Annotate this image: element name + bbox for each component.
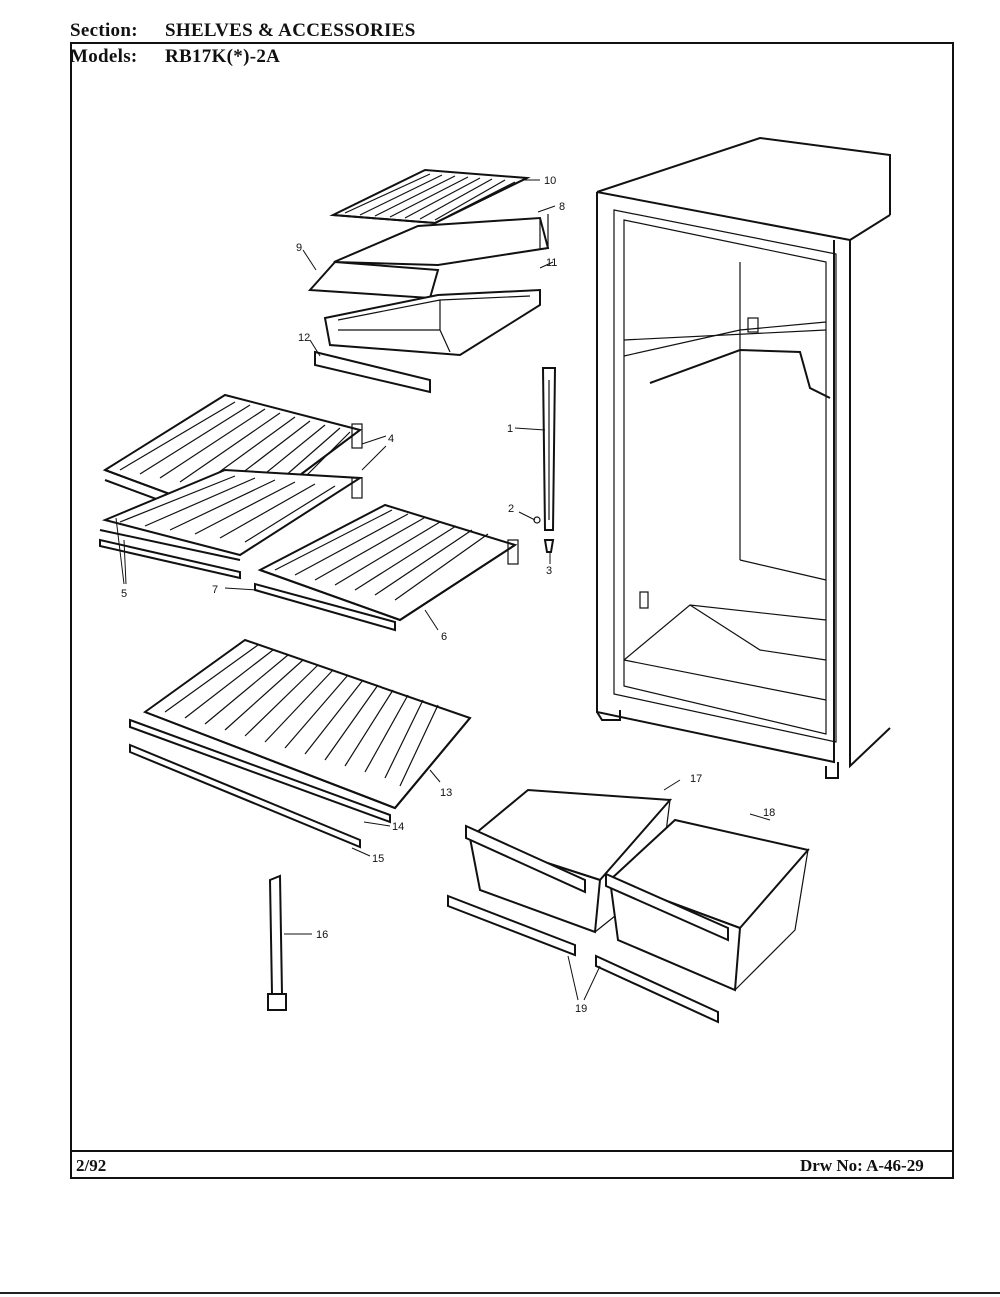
refrigerator-cabinet <box>596 136 891 779</box>
callout-19: 19 <box>575 1003 587 1015</box>
callout-5: 5 <box>121 588 127 600</box>
wire-shelves <box>99 393 519 632</box>
model-number: RB17K(*)-2A <box>165 46 281 67</box>
callout-3: 3 <box>546 565 552 577</box>
drawing-date: 2/92 <box>76 1156 107 1175</box>
callout-8: 8 <box>559 201 565 213</box>
callout-18: 18 <box>763 807 775 819</box>
callout-13: 13 <box>440 787 452 799</box>
drawing-frame <box>70 42 954 1179</box>
callout-16: 16 <box>316 929 328 941</box>
glass-shelf <box>129 638 472 849</box>
thermometer <box>267 874 287 1011</box>
callout-2: 2 <box>508 503 514 515</box>
page-edge-rule <box>0 1292 1000 1294</box>
callout-9: 9 <box>296 242 302 254</box>
callout-1: 1 <box>507 423 513 435</box>
callout-15: 15 <box>372 853 384 865</box>
callout-6: 6 <box>441 631 447 643</box>
meat-pan-assembly <box>307 168 550 394</box>
leader-lines <box>115 179 771 1001</box>
callout-17: 17 <box>690 773 702 785</box>
section-title: SHELVES & ACCESSORIES <box>165 20 416 41</box>
callout-labels: 1 2 3 4 5 6 7 8 9 10 11 12 13 14 15 16 1… <box>121 175 775 1015</box>
models-label: Models: <box>70 46 138 67</box>
callout-11: 11 <box>546 257 557 269</box>
callout-14: 14 <box>392 821 404 833</box>
crisper-drawers <box>447 788 810 1024</box>
drawing-number: Drw No: A-46-29 <box>800 1156 924 1175</box>
callout-4: 4 <box>388 433 394 445</box>
callout-12: 12 <box>298 332 310 344</box>
callout-7: 7 <box>212 584 218 596</box>
footer-divider <box>70 1150 954 1152</box>
callout-10: 10 <box>544 175 556 187</box>
section-label: Section: <box>70 20 138 41</box>
shelf-support <box>533 367 557 553</box>
